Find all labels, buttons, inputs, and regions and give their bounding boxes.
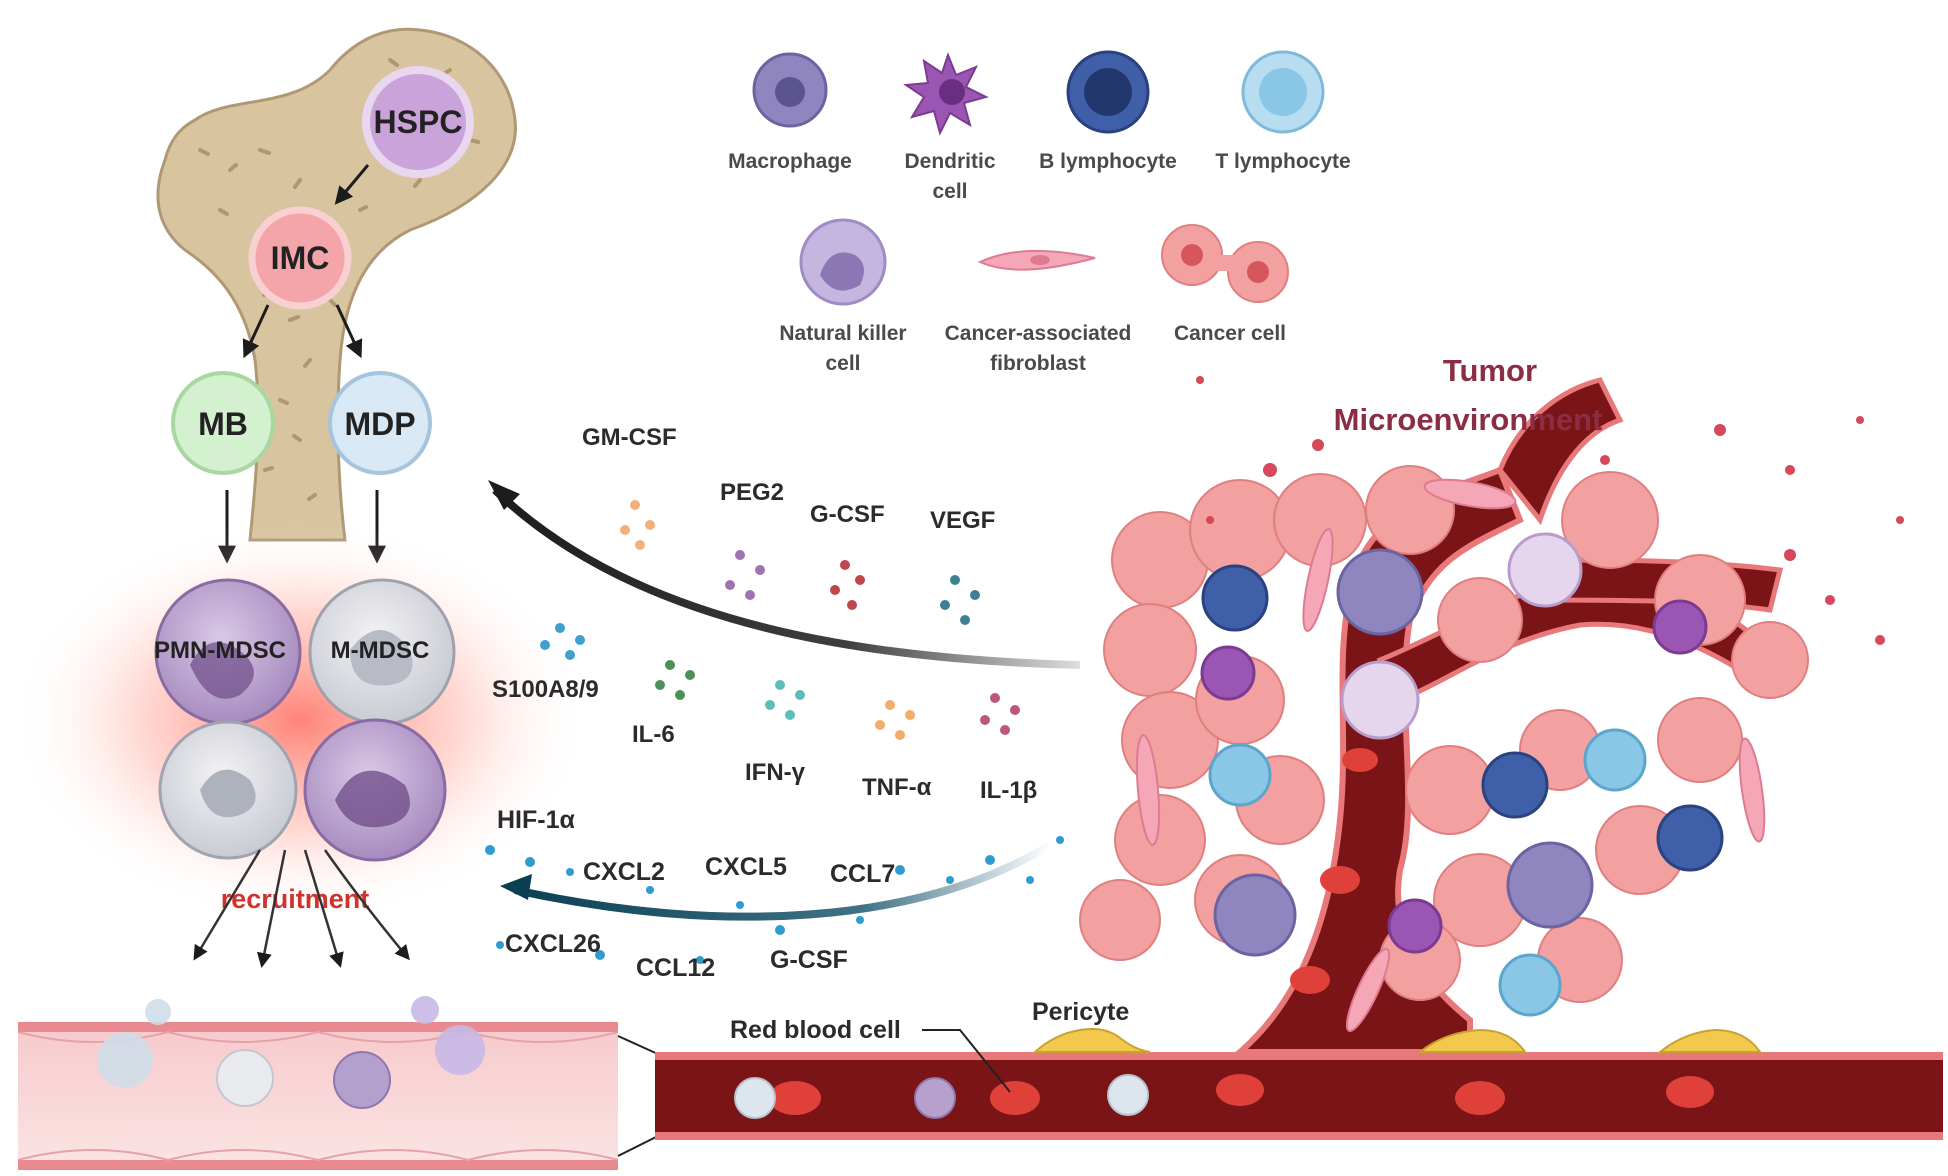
macrophage-legend-label: Macrophage — [728, 150, 852, 173]
nk-legend-label-1: Natural killer — [779, 322, 906, 345]
g-csf-label: G-CSF — [810, 501, 885, 528]
hif1a-label: HIF-1α — [497, 806, 576, 834]
chemokine-arrow — [500, 841, 1053, 921]
dendritic-legend-label-2: cell — [932, 180, 967, 203]
recruitment-arrows — [193, 849, 410, 968]
pmn-mdsc-label: PMN-MDSC — [154, 637, 286, 664]
nk-legend-label-2: cell — [825, 352, 860, 375]
mb-node: MB — [171, 371, 275, 475]
tme-particles — [1196, 376, 1904, 645]
nk-cell-icon — [799, 218, 887, 306]
tme-title-line1: Tumor — [1443, 353, 1537, 388]
recruitment-label: recruitment — [221, 884, 370, 914]
chemokine-dots — [485, 836, 1064, 964]
cytokine-arrow — [488, 480, 1081, 669]
ifn-gamma-label: IFN-γ — [745, 759, 806, 786]
monocyte-like-cell — [303, 718, 447, 862]
legend: Macrophage Dendritic cell B lymphocyte T… — [728, 50, 1351, 375]
hspc-node: HSPC — [362, 66, 474, 178]
cxcl5-label: CXCL5 — [705, 853, 787, 881]
pmn-mdsc-cell — [154, 578, 302, 726]
dendritic-cells — [1200, 599, 1708, 954]
m-mdsc-label: M-MDSC — [331, 637, 430, 664]
b-lymphocytes — [1201, 564, 1724, 872]
ccl7-label: CCL7 — [830, 860, 895, 888]
t-lymphocytes — [1208, 728, 1647, 1017]
imc-node: IMC — [248, 206, 352, 310]
pericyte-label: Pericyte — [1032, 998, 1129, 1026]
mdp-label: MDP — [344, 406, 415, 442]
mdsc-cluster: PMN-MDSC M-MDSC recruitment — [10, 520, 590, 968]
gm-csf-label: GM-CSF — [582, 424, 677, 451]
caf-legend-label-1: Cancer-associated — [945, 322, 1132, 345]
il6-label: IL-6 — [632, 721, 675, 748]
tnf-alpha-label: TNF-α — [862, 774, 932, 801]
neutrophil-like-cell — [158, 720, 298, 860]
cancer-cell-icon — [1161, 224, 1289, 303]
peg2-label: PEG2 — [720, 479, 784, 506]
chemokine-labels: HIF-1α CXCL2 CXCL5 CCL7 CXCL26 CCL12 G-C… — [497, 806, 895, 982]
cytokine-dots — [540, 500, 1020, 740]
nk-cells — [1340, 532, 1583, 740]
cancer-cell-legend-label: Cancer cell — [1174, 322, 1286, 345]
imc-label: IMC — [271, 240, 330, 276]
s100a8-9-label: S100A8/9 — [492, 676, 599, 703]
cross-section-vessel — [17, 996, 661, 1170]
mb-label: MB — [198, 406, 248, 442]
hspc-label: HSPC — [374, 104, 463, 140]
b-lymphocyte-legend-label: B lymphocyte — [1039, 150, 1177, 173]
chemokine-g-csf-label: G-CSF — [770, 946, 848, 974]
ccl12-label: CCL12 — [636, 954, 715, 982]
caf-cells — [1135, 478, 1766, 1033]
il1-beta-label: IL-1β — [980, 777, 1037, 804]
main-blood-vessel: Red blood cell Pericyte — [655, 377, 1943, 1140]
t-lymphocyte-legend-label: T lymphocyte — [1215, 150, 1350, 173]
cytokine-labels: GM-CSF PEG2 G-CSF VEGF S100A8/9 IL-6 IFN… — [492, 424, 1037, 804]
macrophage-icon — [752, 52, 828, 128]
red-blood-cell-label: Red blood cell — [730, 1016, 901, 1044]
t-lymphocyte-icon — [1241, 50, 1325, 134]
cxcl26-label: CXCL26 — [505, 930, 601, 958]
tme-title-line2: Microenvironment — [1334, 402, 1603, 437]
dendritic-cell-icon — [903, 52, 989, 136]
dendritic-legend-label-1: Dendritic — [904, 150, 995, 173]
caf-icon — [977, 249, 1096, 271]
caf-legend-label-2: fibroblast — [990, 352, 1086, 375]
vegf-label: VEGF — [930, 507, 995, 534]
macrophages — [1213, 548, 1594, 957]
tumor-cluster: Tumor Microenvironment — [1079, 353, 1904, 1033]
cxcl2-label: CXCL2 — [583, 858, 665, 886]
b-lymphocyte-icon — [1066, 50, 1150, 134]
mdp-node: MDP — [328, 371, 432, 475]
